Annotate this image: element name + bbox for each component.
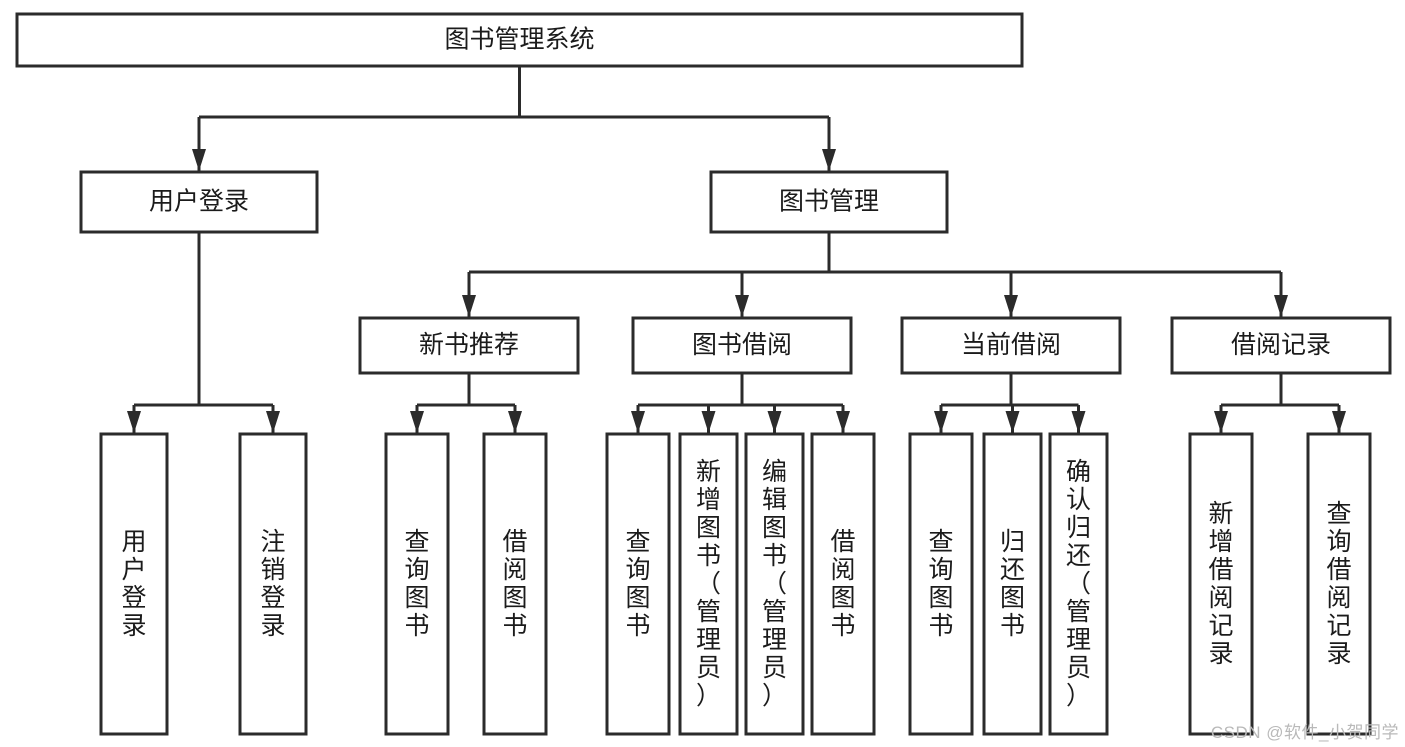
node-借阅记录-l2-box[interactable]: [1170, 316, 1392, 375]
node-新增借阅记录-leaf-11-box[interactable]: [1188, 432, 1254, 736]
node-新增图书管理员-leaf-5[interactable]: 新增图书（管理员）: [678, 432, 739, 736]
arrow-head-icon: [127, 411, 141, 433]
arrow-head-icon: [836, 411, 850, 433]
node-图书管理系统-root-label: 图书管理系统: [444, 26, 594, 54]
node-借阅图书-leaf-3-label: 借阅图书: [502, 528, 527, 640]
node-注销登录-leaf-1-label: 注销登录: [260, 528, 285, 640]
arrow-head-icon: [631, 411, 645, 433]
node-图书管理-l1[interactable]: 图书管理: [709, 170, 949, 234]
arrow-head-icon: [462, 295, 476, 317]
node-用户登录-leaf-0-box[interactable]: [99, 432, 169, 736]
node-归还图书-leaf-9[interactable]: 归还图书: [982, 432, 1043, 736]
arrow-head-icon: [266, 411, 280, 433]
connector-layer: [127, 66, 1346, 433]
node-图书借阅-l2[interactable]: 图书借阅: [631, 316, 853, 375]
node-借阅图书-leaf-3[interactable]: 借阅图书: [482, 432, 548, 736]
node-新书推荐-l2-label: 新书推荐: [419, 331, 519, 359]
arrow-head-icon: [1071, 411, 1086, 433]
node-查询图书-leaf-2[interactable]: 查询图书: [384, 432, 450, 736]
arrow-head-icon: [735, 295, 749, 317]
node-新增图书管理员-leaf-5-box[interactable]: [678, 432, 739, 736]
node-查询图书-leaf-2-label: 查询图书: [404, 528, 429, 640]
node-当前借阅-l2-box[interactable]: [900, 316, 1122, 375]
arrow-head-icon: [1274, 295, 1288, 317]
node-查询图书-leaf-4-label: 查询图书: [625, 528, 650, 640]
node-用户登录-l1-label: 用户登录: [149, 188, 249, 216]
node-借阅图书-leaf-7-box[interactable]: [810, 432, 876, 736]
node-查询图书-leaf-4-box[interactable]: [605, 432, 671, 736]
node-借阅图书-leaf-7-label: 借阅图书: [830, 528, 855, 640]
arrow-head-icon: [508, 411, 522, 433]
node-注销登录-leaf-1[interactable]: 注销登录: [238, 432, 308, 736]
node-确认归还管理员-leaf-10-box[interactable]: [1048, 432, 1109, 736]
watermark-text: CSDN @软件_小贺同学: [1210, 723, 1399, 742]
arrow-head-icon: [1004, 295, 1018, 317]
node-查询借阅记录-leaf-12-box[interactable]: [1306, 432, 1372, 736]
node-编辑图书管理员-leaf-6[interactable]: 编辑图书（管理员）: [744, 432, 805, 736]
node-图书管理系统-root[interactable]: 图书管理系统: [15, 12, 1024, 68]
arrow-head-icon: [1332, 411, 1346, 433]
node-图书借阅-l2-box[interactable]: [631, 316, 853, 375]
node-查询图书-leaf-2-box[interactable]: [384, 432, 450, 736]
node-图书管理系统-root-box[interactable]: [15, 12, 1024, 68]
node-用户登录-l1[interactable]: 用户登录: [79, 170, 319, 234]
node-借阅记录-l2[interactable]: 借阅记录: [1170, 316, 1392, 375]
node-查询借阅记录-leaf-12-label: 查询借阅记录: [1326, 500, 1351, 668]
arrow-head-icon: [1214, 411, 1228, 433]
node-查询图书-leaf-8-box[interactable]: [908, 432, 974, 736]
node-注销登录-leaf-1-box[interactable]: [238, 432, 308, 736]
node-新书推荐-l2-box[interactable]: [358, 316, 580, 375]
node-确认归还管理员-leaf-10-label: 确认归还（管理员）: [1066, 458, 1091, 710]
node-新增图书管理员-leaf-5-label: 新增图书（管理员）: [696, 458, 721, 710]
node-编辑图书管理员-leaf-6-label: 编辑图书（管理员）: [762, 458, 787, 710]
node-归还图书-leaf-9-label: 归还图书: [1000, 528, 1025, 640]
node-用户登录-leaf-0[interactable]: 用户登录: [99, 432, 169, 736]
arrow-head-icon: [410, 411, 424, 433]
node-借阅图书-leaf-3-box[interactable]: [482, 432, 548, 736]
node-查询图书-leaf-4[interactable]: 查询图书: [605, 432, 671, 736]
node-新书推荐-l2[interactable]: 新书推荐: [358, 316, 580, 375]
node-编辑图书管理员-leaf-6-box[interactable]: [744, 432, 805, 736]
arrow-head-icon: [192, 149, 206, 171]
node-确认归还管理员-leaf-10[interactable]: 确认归还（管理员）: [1048, 432, 1109, 736]
node-用户登录-l1-box[interactable]: [79, 170, 319, 234]
node-归还图书-leaf-9-box[interactable]: [982, 432, 1043, 736]
node-layer: 图书管理系统用户登录图书管理新书推荐图书借阅当前借阅借阅记录用户登录注销登录查询…: [15, 12, 1392, 736]
node-当前借阅-l2[interactable]: 当前借阅: [900, 316, 1122, 375]
node-当前借阅-l2-label: 当前借阅: [961, 331, 1061, 359]
node-新增借阅记录-leaf-11[interactable]: 新增借阅记录: [1188, 432, 1254, 736]
node-用户登录-leaf-0-label: 用户登录: [121, 528, 146, 640]
arrow-head-icon: [934, 411, 948, 433]
arrow-head-icon: [1005, 411, 1020, 433]
node-图书借阅-l2-label: 图书借阅: [692, 331, 792, 359]
arrow-head-icon: [822, 149, 836, 171]
node-图书管理-l1-label: 图书管理: [779, 188, 879, 216]
node-借阅记录-l2-label: 借阅记录: [1231, 331, 1331, 359]
node-图书管理-l1-box[interactable]: [709, 170, 949, 234]
node-查询图书-leaf-8[interactable]: 查询图书: [908, 432, 974, 736]
node-查询图书-leaf-8-label: 查询图书: [928, 528, 953, 640]
node-新增借阅记录-leaf-11-label: 新增借阅记录: [1208, 500, 1233, 668]
arrow-head-icon: [701, 411, 716, 433]
node-借阅图书-leaf-7[interactable]: 借阅图书: [810, 432, 876, 736]
arrow-head-icon: [767, 411, 782, 433]
node-查询借阅记录-leaf-12[interactable]: 查询借阅记录: [1306, 432, 1372, 736]
